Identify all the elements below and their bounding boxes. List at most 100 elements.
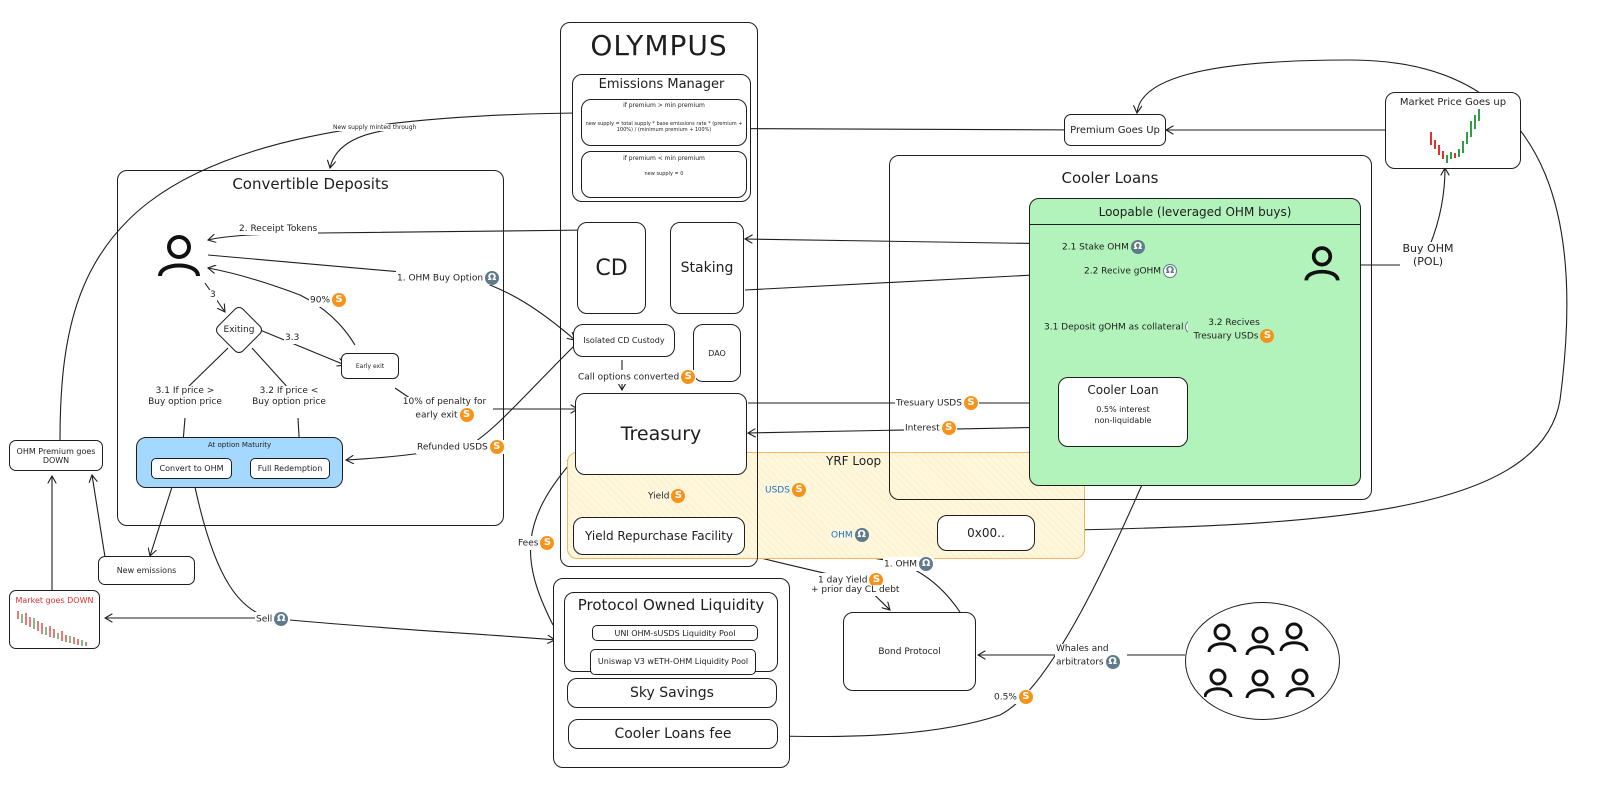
exiting-label: Exiting <box>223 325 255 335</box>
loop-user-icon <box>1304 246 1340 281</box>
rule-high-formula: new supply = total supply * base emissio… <box>585 121 743 133</box>
address-box[interactable]: 0x00.. <box>937 515 1035 551</box>
convert-to-ohm-button[interactable]: Convert to OHM <box>151 458 232 479</box>
arrow-new-supply <box>330 127 411 168</box>
arrow-pol-to-market <box>1429 168 1445 246</box>
buy-ohm-pol-label: Buy OHM (POL) <box>1400 242 1456 269</box>
loopable-divider <box>1030 224 1360 225</box>
usds-token-icon: S <box>791 483 806 497</box>
ohm-token-icon: Ω <box>485 271 500 285</box>
usds-token-icon: S <box>963 396 978 410</box>
ohm-token-icon: Ω <box>919 557 934 571</box>
usds-token-icon: S <box>941 421 956 435</box>
cooler-loan-title: Cooler Loan <box>1087 383 1159 397</box>
receipt-tokens-label: 2. Receipt Tokens <box>238 224 319 235</box>
premium-up-box[interactable]: Premium Goes Up <box>1064 114 1166 146</box>
market-up-box[interactable]: Market Price Goes up <box>1385 92 1521 169</box>
step3-label: 3 <box>209 290 217 301</box>
half-percent-label: 0.5%S <box>993 690 1034 704</box>
yrf-label: Yield Repurchase Facility <box>584 529 734 543</box>
ohm-token-icon: Ω <box>1130 240 1145 254</box>
option-maturity-box: At option Maturity Convert to OHM Full R… <box>136 437 343 488</box>
rule-low-formula: new supply = 0 <box>644 171 684 177</box>
usds-token-icon: S <box>1260 328 1275 343</box>
isolated-cd-custody-label: Isolated CD Custody <box>583 336 665 345</box>
staking-box[interactable]: Staking <box>670 222 744 314</box>
cooler-loans-title: Cooler Loans <box>1061 169 1159 187</box>
cooler-loans-fee-box[interactable]: Cooler Loans fee <box>568 719 778 749</box>
new-emissions-box[interactable]: New emissions <box>98 556 195 585</box>
cooler-loan-box[interactable]: Cooler Loan 0.5% interest non-liquidable <box>1058 377 1188 447</box>
market-down-label: Market goes DOWN <box>15 596 94 605</box>
dao-box[interactable]: DAO <box>693 324 741 382</box>
bond-protocol-box[interactable]: Bond Protocol <box>843 612 976 691</box>
ohm-token-icon: Ω <box>274 612 289 626</box>
price-above-label: 3.1 If price > Buy option price <box>145 386 225 408</box>
ninety-pct-label: 90%S <box>309 293 348 307</box>
isolated-cd-custody-box[interactable]: Isolated CD Custody <box>573 324 675 357</box>
arrow-emissions-to-premium <box>92 475 106 558</box>
market-down-box[interactable]: Market goes DOWN <box>9 590 100 649</box>
cooler-loan-interest: 0.5% interest <box>1096 405 1150 414</box>
treasury-label: Treasury <box>620 423 702 445</box>
yrf-loop-title: YRF Loop <box>826 454 882 468</box>
new-supply-minted-label: New supply minted through <box>332 124 418 132</box>
crowd-icon <box>1204 622 1315 699</box>
deposit-gohm-label: 3.1 Deposit gOHM as collateralΩ <box>1043 320 1201 334</box>
dao-label: DAO <box>708 348 726 358</box>
pol-box[interactable]: Protocol Owned Liquidity UNI OHM-sUSDS L… <box>564 592 778 675</box>
pool-uniswap-v3-weth-ohm[interactable]: Uniswap V3 wETH-OHM Liquidity Pool <box>590 649 756 675</box>
ohm-token-icon: Ω <box>1105 654 1120 669</box>
staking-label: Staking <box>680 260 734 276</box>
ohm-premium-down-box[interactable]: OHM Premium goes DOWN <box>9 440 103 471</box>
pool-uni-ohm-susds[interactable]: UNI OHM-sUSDS Liquidity Pool <box>592 625 758 641</box>
sky-savings-box[interactable]: Sky Savings <box>567 678 777 708</box>
emissions-manager-title: Emissions Manager <box>598 77 725 92</box>
option-maturity-title: At option Maturity <box>207 441 272 449</box>
gohm-token-icon: Ω <box>1163 264 1178 278</box>
ohm-token-icon: Ω <box>854 528 869 542</box>
treasury-box[interactable]: Treasury <box>575 393 747 475</box>
cd-box[interactable]: CD <box>577 222 646 314</box>
downtrend-candles-icon <box>17 611 87 646</box>
uptrend-candles-icon <box>1430 109 1480 163</box>
step33-label: 3.3 <box>284 333 301 344</box>
arrow-sell-to-pol <box>289 619 555 640</box>
usds-token-icon: S <box>540 536 555 550</box>
full-redemption-button[interactable]: Full Redemption <box>250 458 330 479</box>
convertible-deposits-title: Convertible Deposits <box>232 175 389 193</box>
prior-debt-label: + prior day CL debt <box>810 585 901 596</box>
whales-group <box>1185 602 1340 720</box>
loopable-title: Loopable (leveraged OHM buys) <box>1098 205 1292 219</box>
cooler-loan-liquidable: non-liquidable <box>1094 416 1152 425</box>
usds-token-icon: S <box>681 370 696 384</box>
user-icon <box>158 235 200 277</box>
usds-token-icon: S <box>1018 690 1033 704</box>
olympus-title: OLYMPUS <box>590 29 728 62</box>
early-exit-box[interactable]: Early exit <box>341 353 399 379</box>
line-bond-to-1ohm <box>914 569 961 613</box>
cd-label: CD <box>595 255 628 281</box>
pol-title: Protocol Owned Liquidity <box>577 596 765 614</box>
usds-token-icon: S <box>489 440 504 454</box>
yrf-box[interactable]: Yield Repurchase Facility <box>573 517 745 555</box>
usds-token-icon: S <box>671 489 686 503</box>
rule-premium-high: if premium > min premium new supply = to… <box>581 99 747 146</box>
usds-token-icon: S <box>332 293 347 307</box>
price-below-label: 3.2 If price < Buy option price <box>250 386 328 408</box>
